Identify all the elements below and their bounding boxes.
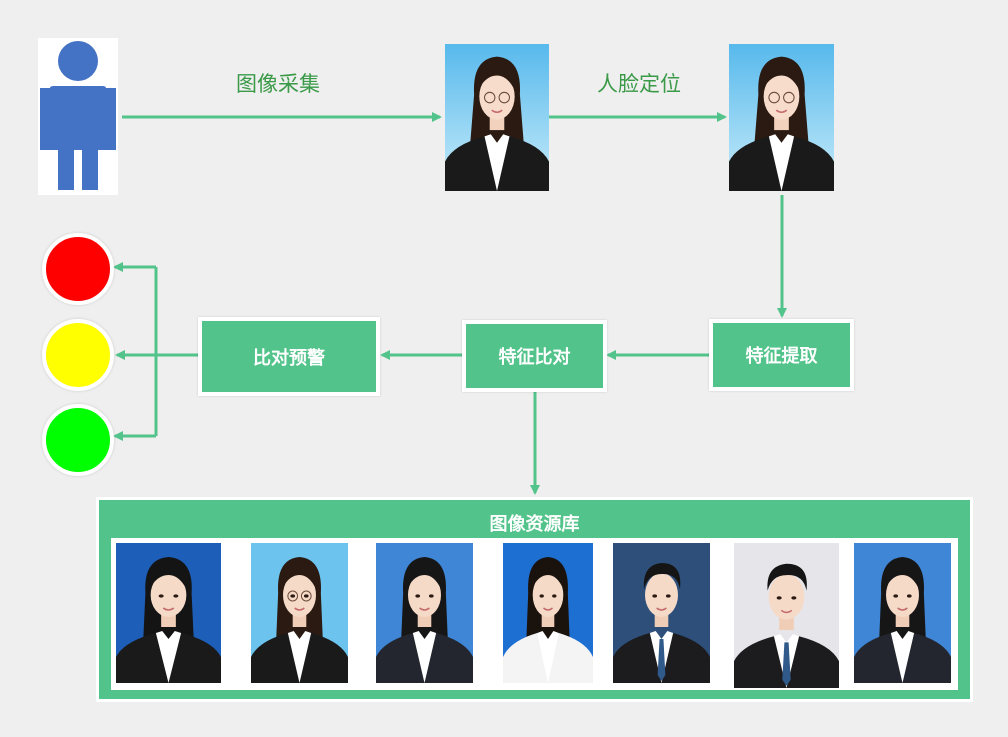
image-database: 图像资源库	[96, 497, 973, 702]
person-icon	[38, 38, 118, 195]
db-photo-7	[854, 543, 951, 683]
db-photo-6	[734, 543, 839, 688]
db-photo-5	[613, 543, 710, 683]
db-photo-1	[116, 543, 221, 683]
captured-face-photo	[445, 44, 549, 191]
green-alert-light	[42, 404, 114, 476]
feature-extraction-node: 特征提取	[709, 319, 854, 391]
located-face-photo	[729, 44, 834, 191]
comparison-alert-node: 比对预警	[198, 317, 380, 396]
label-image-capture: 图像采集	[236, 72, 320, 96]
red-alert-light	[42, 233, 114, 305]
feature-extraction-label: 特征提取	[745, 346, 818, 367]
db-photo-2	[251, 543, 348, 683]
db-photo-3	[376, 543, 473, 683]
feature-comparison-label: 特征比对	[498, 347, 571, 368]
yellow-alert-light	[42, 319, 114, 391]
comparison-alert-label: 比对预警	[253, 347, 325, 369]
feature-comparison-node: 特征比对	[462, 320, 607, 392]
db-photo-4	[503, 543, 593, 683]
label-face-locate: 人脸定位	[597, 72, 681, 96]
database-photo-strip	[111, 538, 958, 690]
image-database-title: 图像资源库	[489, 514, 580, 535]
